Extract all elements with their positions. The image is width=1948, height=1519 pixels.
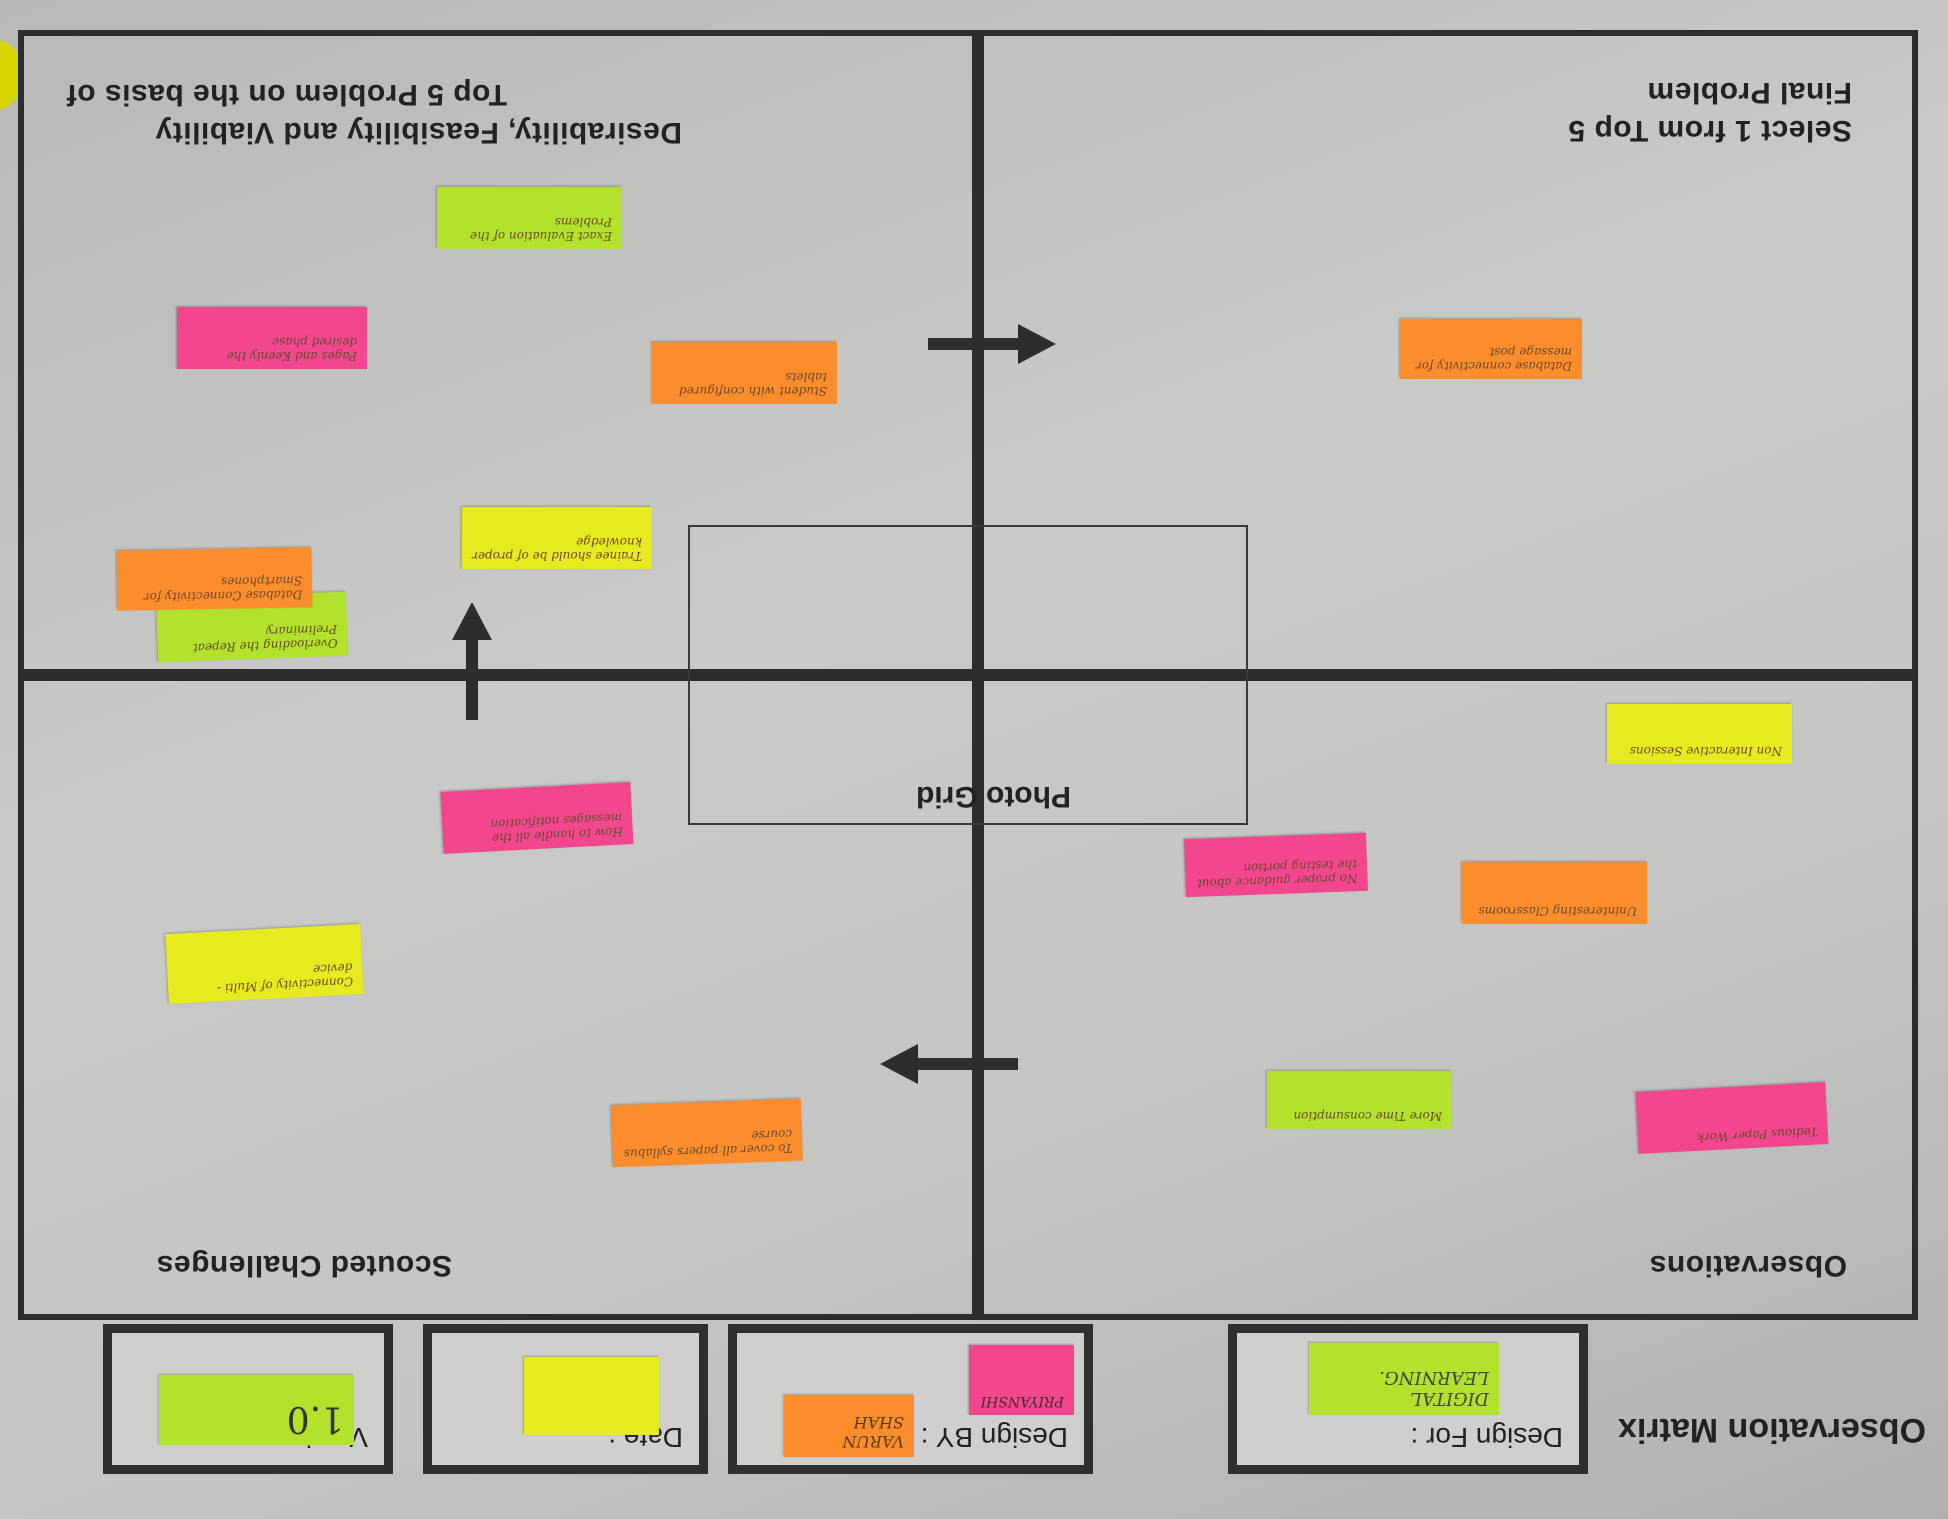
- sticky-note: More Time consumption: [1267, 1071, 1452, 1129]
- design-by-box: Design BY : VARUN SHAH PRIYANSHI: [728, 1324, 1093, 1474]
- design-by-note: VARUN SHAH: [784, 1395, 914, 1457]
- version-note: 1.0: [159, 1375, 354, 1445]
- sticky-note: Uninteresting Classrooms: [1462, 862, 1647, 924]
- sticky-note: Non Interactive Sessions: [1607, 704, 1792, 764]
- sticky-note: Pages and Keenly the desired phase: [177, 307, 367, 369]
- design-for-value-line1: DIGITAL: [1409, 1388, 1489, 1409]
- scouted-challenges-title: Scouted Challenges: [156, 1249, 452, 1282]
- sticky-note: Database connectivity for message post: [1400, 319, 1582, 379]
- observation-matrix-board: Observations Tedious Paper Work More Tim…: [18, 30, 1918, 1320]
- sticky-note: Student with configured tablets: [652, 342, 837, 404]
- sticky-note: Exact Evaluation of the Problems: [437, 187, 622, 249]
- design-for-value-line2: LEARNING.: [1379, 1367, 1489, 1388]
- top5-title-line2: Top 5 Problem on the basis of: [66, 78, 507, 111]
- design-for-note: DIGITAL LEARNING.: [1309, 1343, 1499, 1415]
- arrow-shaft: [928, 338, 1018, 350]
- photo-grid-label: Photo Grid: [916, 780, 1071, 813]
- sticky-note: Tedious Paper Work: [1635, 1082, 1829, 1154]
- final-problem-title-line2: Final Problem: [1647, 76, 1852, 109]
- sticky-note: Connectivity of Multi - device: [165, 923, 364, 1005]
- final-problem-title-line1: Select 1 from Top 5: [1567, 114, 1852, 147]
- photo-grid-box: Photo Grid: [688, 525, 1248, 825]
- sticky-note: Trainee should be of proper knowledge: [462, 507, 652, 569]
- arrow-left-icon: [1018, 324, 1056, 364]
- observation-matrix-title: Observation Matrix: [1618, 1411, 1926, 1449]
- arrow-right-icon: [880, 1044, 918, 1084]
- sticky-note: How to handle all the messages notificat…: [440, 782, 634, 854]
- arrow-shaft: [466, 640, 478, 720]
- version-box: Version : 1.0: [103, 1324, 393, 1474]
- top5-title-line1: Desirability, Feasibility and Viability: [155, 116, 682, 149]
- yellow-tab: [0, 40, 20, 110]
- date-note: [524, 1357, 659, 1435]
- sticky-note: To cover all papers syllabus course: [610, 1098, 804, 1168]
- sticky-note: Database Connectivity for Smartphones: [116, 547, 313, 611]
- observations-title: Observations: [1649, 1249, 1847, 1282]
- arrow-down-icon: [452, 602, 492, 640]
- design-for-box: Design For : DIGITAL LEARNING.: [1228, 1324, 1588, 1474]
- design-for-label: Design For :: [1410, 1422, 1564, 1453]
- design-by-note-2: PRIYANSHI: [969, 1345, 1074, 1415]
- design-by-label: Design BY :: [920, 1422, 1068, 1453]
- sticky-note: No proper guidance about the testing por…: [1184, 832, 1368, 898]
- matrix-footer: Observation Matrix Design For : DIGITAL …: [0, 1320, 1948, 1519]
- date-box: Date :: [423, 1324, 708, 1474]
- arrow-shaft: [918, 1058, 1018, 1070]
